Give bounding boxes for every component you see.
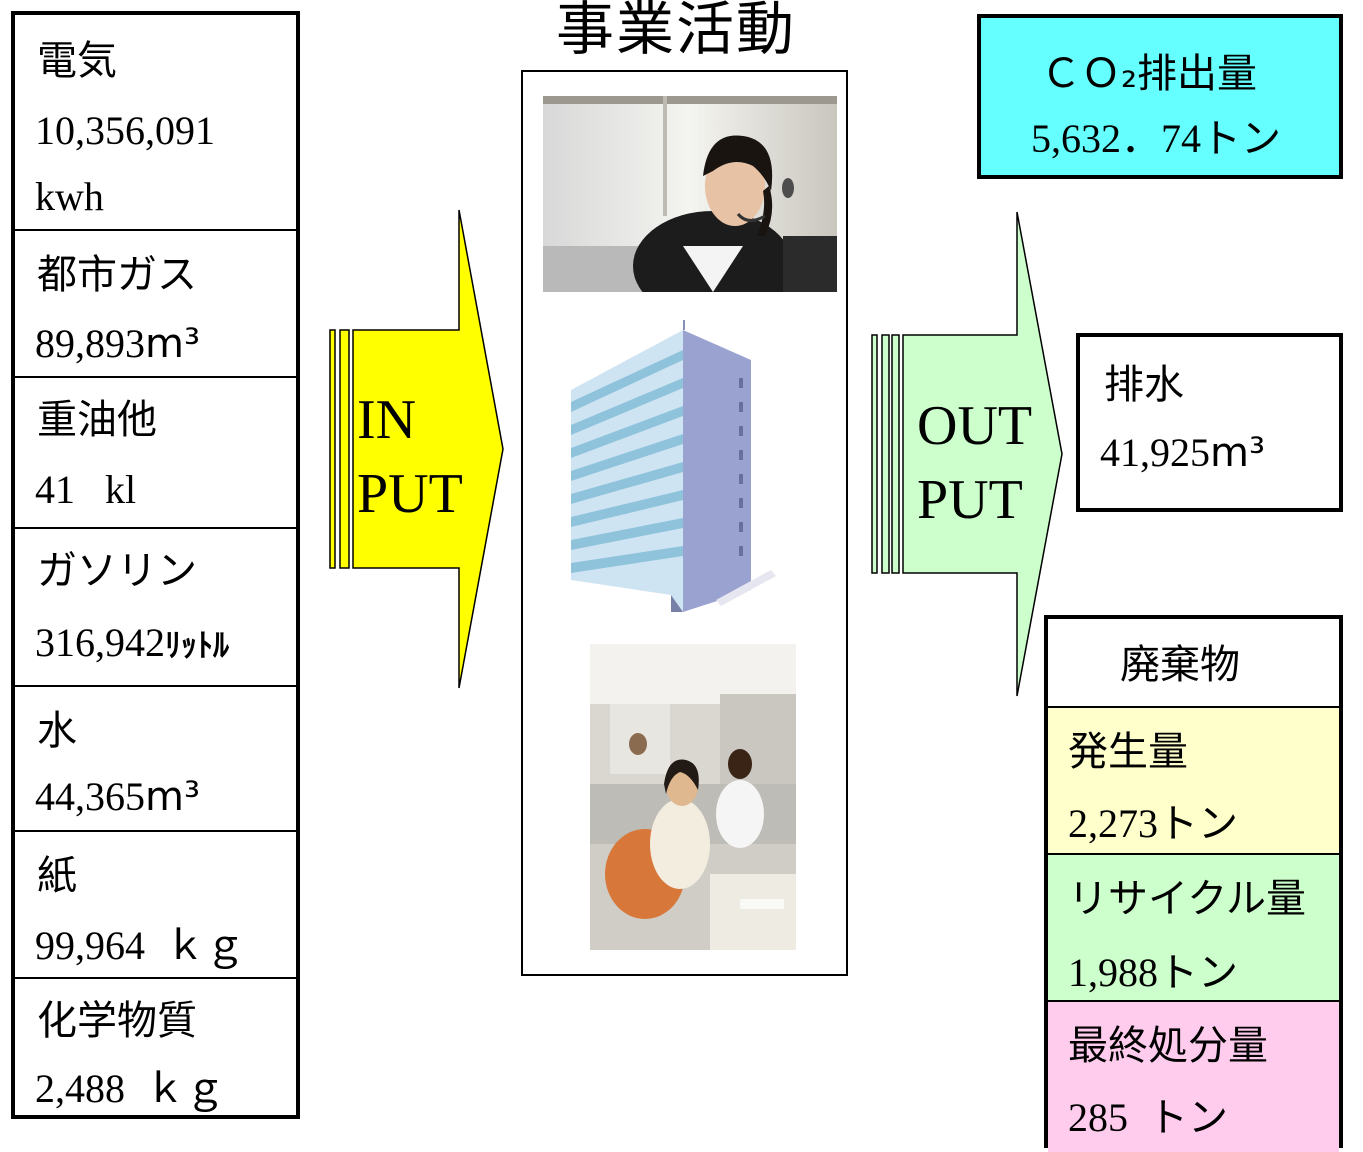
office-building-illustration [571, 320, 776, 612]
waste-generated-value: 2,273トン [1068, 801, 1238, 847]
input-value: 99,964 ｋｇ [35, 923, 245, 969]
drainage-value: 41,925m³ [1100, 430, 1265, 476]
co2-label: ＣＯ₂排出量 [1041, 51, 1258, 97]
page-title: 事業活動 [556, 0, 797, 63]
input-row-water: 水 44,365m³ [15, 687, 296, 832]
drainage-label: 排水 [1104, 362, 1184, 408]
input-label: 紙 [37, 853, 77, 899]
co2-emissions-box: ＣＯ₂排出量 5,632．74トン [977, 14, 1343, 179]
input-label: 重油他 [37, 397, 157, 443]
input-label: 電気 [37, 38, 117, 84]
waste-generated-label: 発生量 [1068, 729, 1188, 775]
waste-header: 廃棄物 [1048, 619, 1339, 708]
input-row-chemicals: 化学物質 2,488 ｋｇ [15, 979, 296, 1119]
input-value: 41 kl [35, 467, 137, 512]
output-arrow-label-1: OUT [917, 395, 1033, 457]
waste-generated-section: 発生量 2,273トン [1048, 708, 1339, 855]
waste-header-label: 廃棄物 [1120, 642, 1240, 688]
input-row-electricity: 電気 10,356,091 kwh [15, 15, 296, 231]
co2-value: 5,632．74トン [1031, 116, 1281, 162]
input-row-heavy-oil: 重油他 41 kl [15, 378, 296, 529]
input-label: 水 [37, 708, 77, 754]
input-value: 44,365m³ [35, 774, 200, 820]
input-row-paper: 紙 99,964 ｋｇ [15, 832, 296, 979]
waste-final-value: 285 トン [1068, 1095, 1228, 1141]
input-table: 電気 10,356,091 kwh 都市ガス 89,893m³ 重油他 41 k… [11, 11, 300, 1119]
waste-recycled-section: リサイクル量 1,988トン [1048, 855, 1339, 1002]
input-value: 2,488 ｋｇ [35, 1066, 225, 1112]
input-label: 都市ガス [37, 252, 197, 298]
input-arrow-label-2: PUT [357, 463, 463, 525]
input-arrow-label-1: IN [357, 389, 417, 451]
drainage-box: 排水 41,925m³ [1076, 333, 1343, 512]
business-activity-box [521, 70, 848, 976]
input-value: 316,942ﾘｯﾄﾙ [35, 620, 230, 665]
output-arrow-label-2: PUT [917, 469, 1023, 531]
input-label: ガソリン [37, 548, 197, 594]
input-label: 化学物質 [37, 998, 197, 1044]
waste-recycled-value: 1,988トン [1068, 950, 1238, 996]
waste-final-section: 最終処分量 285 トン [1048, 1002, 1339, 1152]
office-workers-photo [590, 644, 796, 950]
waste-box: 廃棄物 発生量 2,273トン リサイクル量 1,988トン 最終処分量 285… [1044, 615, 1343, 1152]
waste-final-label: 最終処分量 [1068, 1023, 1268, 1069]
input-row-city-gas: 都市ガス 89,893m³ [15, 231, 296, 378]
input-value: 89,893m³ [35, 321, 200, 367]
operator-photo [543, 96, 837, 292]
input-row-gasoline: ガソリン 316,942ﾘｯﾄﾙ [15, 529, 296, 687]
input-value: 10,356,091 [35, 108, 215, 153]
waste-recycled-label: リサイクル量 [1068, 876, 1306, 922]
input-unit: kwh [35, 174, 104, 219]
